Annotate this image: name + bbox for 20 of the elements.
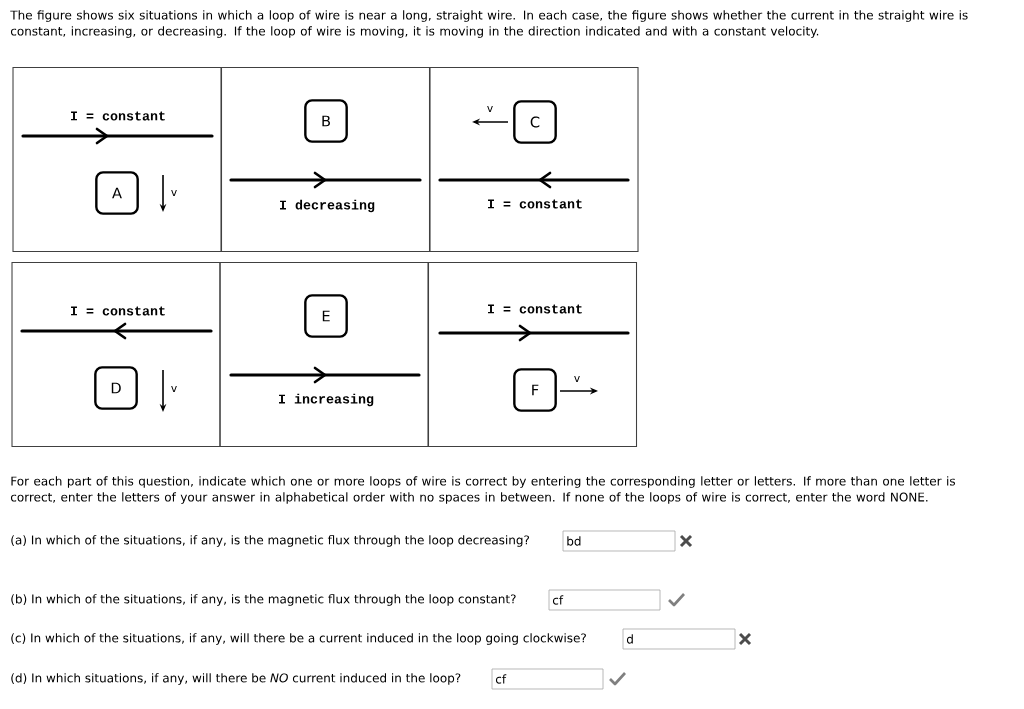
answer-field: d: [622, 628, 736, 650]
question-text: (a) In which of the situations, if any, is the magnetic flux through the loop decreasing?: [11, 535, 530, 547]
instruction-text: For each part of this question, indicate which one or more loops of wire is correct by entering the corresponding letter or letters. If more than one letter is correct, enter the letters of your answer in alphabetical order with no spaces in between. If none of the loops of wire is correct, enter the word NONE.: [10, 476, 956, 504]
question-text: (d) In which situations, if any, will there be NO current induced in the loop?: [11, 673, 461, 685]
wire-loop: F: [513, 368, 557, 412]
wire-loop: D: [94, 366, 138, 410]
answer-field: cf: [491, 668, 604, 690]
velocity-label: v: [574, 376, 580, 382]
velocity-label: v: [171, 190, 177, 196]
wire-loop: B: [304, 99, 348, 143]
velocity-label: v: [171, 386, 177, 392]
velocity-label: v: [487, 106, 493, 112]
intro-text: The figure shows six situations in which a loop of wire is near a long, straight wire. In each case, the figure shows whether the current in the straight wire is constant, increasing, or decreasing. If the loop of wire is moving, it is moving in the direction indicated and with a constant velocity.: [10, 10, 968, 38]
answer-field: bd: [562, 530, 676, 552]
wire-loop: A: [95, 171, 139, 215]
answer-field: cf: [548, 589, 661, 611]
wire-loop: C: [513, 100, 557, 144]
wire-loop: E: [304, 294, 348, 338]
question-text: (b) In which of the situations, if any, is the magnetic flux through the loop constant?: [11, 594, 516, 606]
question-text: (c) In which of the situations, if any, will there be a current induced in the loop going clockwise?: [11, 633, 586, 645]
